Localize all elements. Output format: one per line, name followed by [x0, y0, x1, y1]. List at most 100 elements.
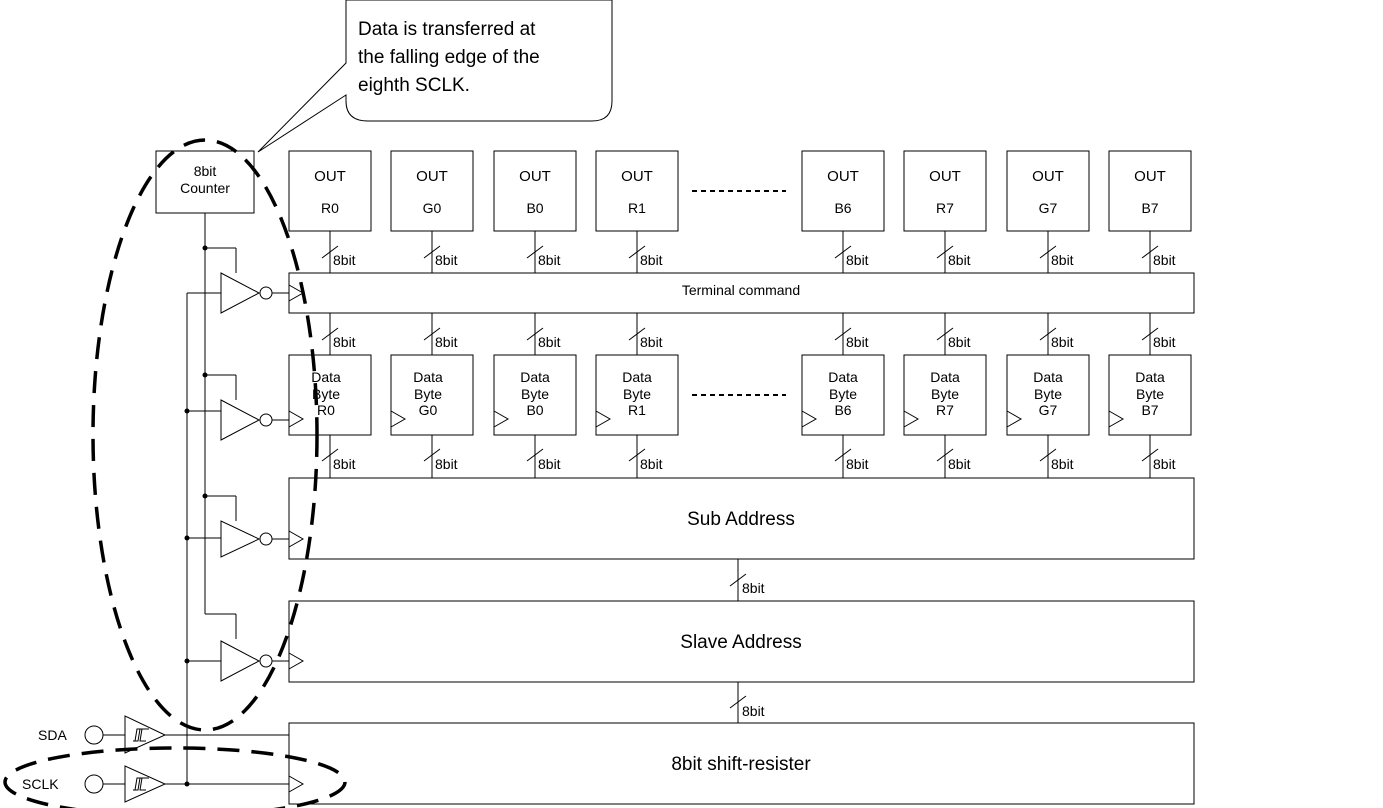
svg-text:R1: R1	[628, 200, 646, 216]
data-byte-b0: Data Byte B0	[493, 354, 577, 436]
svg-text:Data: Data	[311, 369, 341, 385]
svg-text:Byte: Byte	[1034, 386, 1062, 402]
out-g7: OUT G7	[1006, 150, 1090, 232]
callout-line-3: eighth SCLK.	[358, 75, 470, 96]
bus-out-r7: 8bit	[936, 231, 971, 273]
bus-out-r0: 8bit	[321, 231, 356, 273]
svg-text:8bit: 8bit	[742, 703, 765, 719]
svg-text:8bit: 8bit	[435, 456, 458, 472]
sclk-highlight-ellipse	[3, 746, 347, 808]
bus-out-g0: 8bit	[423, 231, 458, 273]
bus-out-b6: 8bit	[834, 231, 869, 273]
bus-slave-shift: 8bit	[729, 682, 765, 723]
bus-db-g7: 8bit	[1039, 435, 1074, 478]
svg-text:8bit: 8bit	[846, 252, 869, 268]
svg-text:Byte: Byte	[414, 386, 442, 402]
out-b7: OUT B7	[1108, 150, 1192, 232]
counter-highlight-ellipse	[91, 138, 319, 732]
bus-db-b6: 8bit	[834, 435, 869, 478]
sub-address-label: Sub Address	[687, 509, 795, 530]
svg-text:R7: R7	[936, 402, 954, 418]
svg-text:R7: R7	[936, 200, 954, 216]
svg-text:B6: B6	[834, 200, 851, 216]
svg-text:8bit: 8bit	[1153, 334, 1176, 350]
bus-tc-g0: 8bit	[423, 313, 458, 355]
bus-db-b0: 8bit	[526, 435, 561, 478]
svg-text:B0: B0	[526, 200, 543, 216]
svg-text:OUT: OUT	[1032, 168, 1064, 185]
bus-tc-r1: 8bit	[628, 313, 663, 355]
svg-text:8bit: 8bit	[1153, 456, 1176, 472]
data-byte-g0: Data Byte G0	[390, 354, 474, 436]
svg-text:G7: G7	[1039, 200, 1058, 216]
svg-text:Byte: Byte	[312, 386, 340, 402]
bus-db-b7: 8bit	[1141, 435, 1176, 478]
svg-text:8bit: 8bit	[1051, 252, 1074, 268]
bus-tc-b7: 8bit	[1141, 313, 1176, 355]
counter-block: 8bit Counter	[155, 150, 255, 214]
slave-address-block: Slave Address	[288, 600, 1195, 683]
svg-text:R1: R1	[628, 402, 646, 418]
out-b0: OUT B0	[493, 150, 577, 232]
svg-text:Data: Data	[930, 369, 960, 385]
svg-text:8bit: 8bit	[333, 456, 356, 472]
svg-text:B0: B0	[526, 402, 543, 418]
sclk-label: SCLK	[22, 776, 59, 792]
bus-connectors: 8bit 8bit 8bit 8bit 8bit 8bit 8bit 8bit …	[321, 231, 1176, 723]
svg-text:8bit: 8bit	[846, 456, 869, 472]
svg-text:8bit: 8bit	[435, 252, 458, 268]
data-byte-b6: Data Byte B6	[801, 354, 885, 436]
sda-label: SDA	[38, 727, 67, 743]
shift-register-block: 8bit shift-resister	[288, 722, 1195, 805]
bus-db-r1: 8bit	[628, 435, 663, 478]
out-row: OUT R0 OUT G0 OUT B0 OUT R1 OUT B6 OUT R…	[288, 150, 1192, 232]
out-r1: OUT R1	[595, 150, 679, 232]
callout: Data is transferred at the falling edge …	[257, 0, 613, 153]
bus-tc-g7: 8bit	[1039, 313, 1074, 355]
svg-text:Data: Data	[520, 369, 550, 385]
terminal-command-label: Terminal command	[682, 282, 800, 298]
bus-sub-slave: 8bit	[729, 559, 765, 601]
svg-text:G0: G0	[423, 200, 442, 216]
data-byte-row: Data Byte R0 Data Byte G0 Data Byte B0 D…	[288, 354, 1192, 436]
svg-text:8bit: 8bit	[538, 252, 561, 268]
svg-text:OUT: OUT	[929, 168, 961, 185]
svg-text:8bit: 8bit	[333, 252, 356, 268]
bus-out-g7: 8bit	[1039, 231, 1074, 273]
svg-text:R0: R0	[321, 200, 339, 216]
data-byte-r1: Data Byte R1	[595, 354, 679, 436]
svg-text:B7: B7	[1141, 200, 1158, 216]
svg-text:8bit: 8bit	[846, 334, 869, 350]
out-r0: OUT R0	[288, 150, 372, 232]
svg-text:8bit: 8bit	[640, 334, 663, 350]
svg-text:G7: G7	[1039, 402, 1058, 418]
svg-text:G0: G0	[419, 402, 438, 418]
bus-db-r0: 8bit	[321, 435, 356, 478]
svg-text:8bit: 8bit	[333, 334, 356, 350]
svg-text:B7: B7	[1141, 402, 1158, 418]
svg-text:8bit: 8bit	[948, 252, 971, 268]
data-byte-r7: Data Byte R7	[903, 354, 987, 436]
svg-text:8bit: 8bit	[640, 456, 663, 472]
svg-text:8bit: 8bit	[538, 334, 561, 350]
svg-text:B6: B6	[834, 402, 851, 418]
bus-tc-r7: 8bit	[936, 313, 971, 355]
sda-input: SDA	[38, 715, 289, 754]
bus-tc-b0: 8bit	[526, 313, 561, 355]
svg-text:8bit: 8bit	[948, 334, 971, 350]
data-byte-r0: Data Byte R0	[288, 354, 372, 436]
svg-text:Byte: Byte	[1136, 386, 1164, 402]
svg-text:8bit: 8bit	[1051, 456, 1074, 472]
svg-text:8bit: 8bit	[1153, 252, 1176, 268]
sclk-input: SCLK	[22, 765, 289, 803]
out-b6: OUT B6	[801, 150, 885, 232]
svg-text:8bit: 8bit	[948, 456, 971, 472]
svg-text:Data: Data	[1135, 369, 1165, 385]
out-r7: OUT R7	[903, 150, 987, 232]
data-byte-g7: Data Byte G7	[1006, 354, 1090, 436]
svg-text:OUT: OUT	[314, 168, 346, 185]
bus-out-r1: 8bit	[628, 231, 663, 273]
svg-text:Data: Data	[622, 369, 652, 385]
counter-label-2: Counter	[180, 180, 230, 196]
